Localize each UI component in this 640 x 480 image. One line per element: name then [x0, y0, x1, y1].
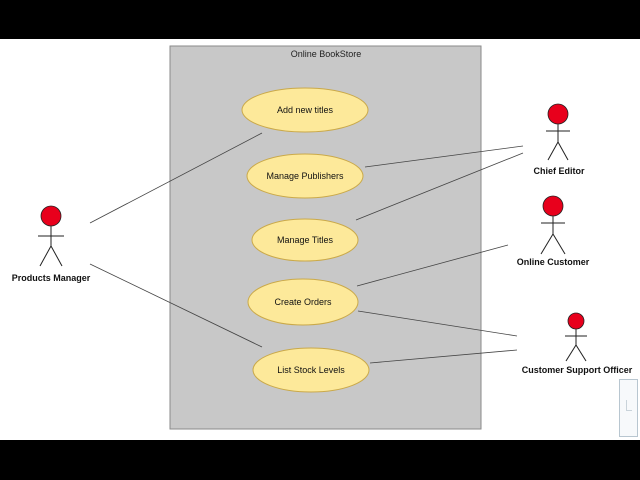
stick-figure-icon	[540, 216, 566, 255]
use-case-diagram: Online BookStore Add new titles Manage P…	[12, 45, 633, 430]
use-case-manage-publishers[interactable]: Manage Publishers	[246, 153, 364, 199]
system-title: Online BookStore	[291, 49, 362, 59]
actor-head-icon	[542, 195, 564, 217]
use-case-add-new-titles[interactable]: Add new titles	[241, 87, 369, 133]
use-case-ellipse	[251, 218, 359, 262]
use-case-ellipse	[246, 153, 364, 199]
actor-online-customer[interactable]: Online Customer	[517, 195, 590, 267]
actor-head-icon	[547, 103, 569, 125]
use-case-ellipse	[247, 278, 359, 326]
association-line-online-customer-create-orders	[356, 244, 509, 287]
association-line-customer-support-officer-list-stock-levels	[369, 349, 518, 364]
use-case-ellipse	[252, 347, 370, 393]
stick-figure-icon	[565, 329, 587, 362]
actor-products-manager[interactable]: Products Manager	[12, 205, 91, 283]
actor-head-icon	[40, 205, 62, 227]
actor-label: Chief Editor	[534, 166, 585, 176]
actor-customer-support-officer[interactable]: Customer Support Officer	[522, 312, 633, 375]
stick-figure-icon	[546, 124, 570, 161]
use-case-list-stock-levels[interactable]: List Stock Levels	[252, 347, 370, 393]
association-lines	[89, 132, 524, 364]
use-case-label: Manage Publishers	[266, 171, 344, 181]
actor-chief-editor[interactable]: Chief Editor	[534, 103, 585, 176]
use-case-ellipse	[241, 87, 369, 133]
association-line-products-manager-add-new-titles	[89, 132, 263, 224]
use-cases: Add new titles Manage Publishers Manage …	[241, 87, 370, 393]
actor-label: Customer Support Officer	[522, 365, 633, 375]
actors: Products Manager Chief Editor	[12, 103, 633, 375]
association-line-customer-support-officer-create-orders	[357, 310, 518, 337]
diagram-canvas: Online BookStore Add new titles Manage P…	[0, 39, 640, 440]
use-case-create-orders[interactable]: Create Orders	[247, 278, 359, 326]
use-case-label: Create Orders	[274, 297, 332, 307]
scroll-arrow-icon	[626, 400, 632, 411]
actor-head-icon	[567, 312, 585, 330]
stick-figure-icon	[38, 226, 64, 267]
association-line-products-manager-list-stock-levels	[89, 263, 263, 348]
use-case-label: Add new titles	[277, 105, 334, 115]
scroll-widget[interactable]	[619, 379, 638, 437]
use-case-label: Manage Titles	[277, 235, 334, 245]
actor-label: Online Customer	[517, 257, 590, 267]
actor-label: Products Manager	[12, 273, 91, 283]
use-case-label: List Stock Levels	[277, 365, 345, 375]
use-case-manage-titles[interactable]: Manage Titles	[251, 218, 359, 262]
association-line-chief-editor-manage-publishers	[364, 145, 524, 168]
association-line-chief-editor-manage-titles	[355, 152, 524, 221]
